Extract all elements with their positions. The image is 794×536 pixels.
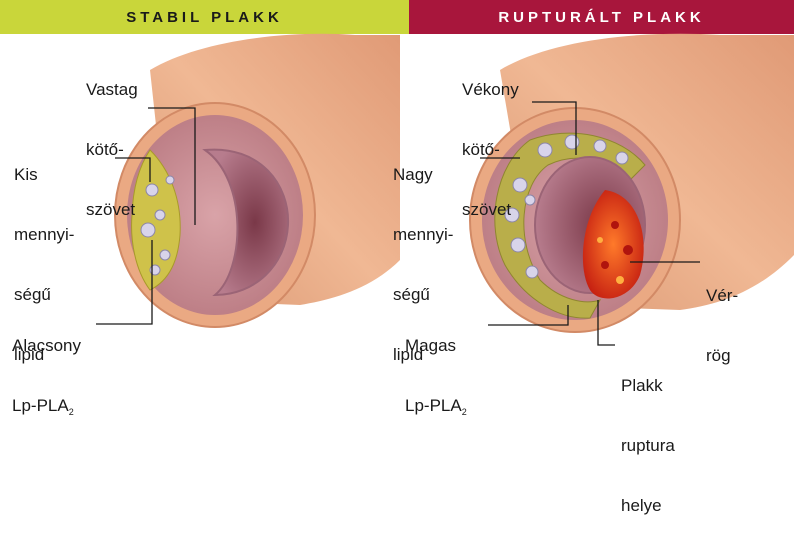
label-clot-line2: rög <box>706 346 738 366</box>
label-large-lipid-line1: Nagy <box>393 165 453 185</box>
label-large-lipid-line2: mennyi- <box>393 225 453 245</box>
label-thick-tissue: Vastag kötő- szövet <box>86 40 138 240</box>
label-blood-clot: Vér- rög <box>706 246 738 386</box>
label-clot-line1: Vér- <box>706 286 738 306</box>
label-small-lipid-line2: mennyi- <box>14 225 74 245</box>
label-thick-tissue-line3: szövet <box>86 200 138 220</box>
label-rupture-line1: Plakk <box>621 376 675 396</box>
label-thin-tissue-line3: szövet <box>462 200 519 220</box>
label-thin-tissue: Vékony kötő- szövet <box>462 40 519 240</box>
label-high-lp-line1: Magas <box>405 336 467 356</box>
label-rupture-line2: ruptura <box>621 436 675 456</box>
label-high-lp-pla2: Magas Lp-PLA2 <box>405 296 467 438</box>
label-low-lp-line1: Alacsony <box>12 336 81 356</box>
label-low-lp-pla2: Alacsony Lp-PLA2 <box>12 296 81 438</box>
label-small-lipid-line1: Kis <box>14 165 74 185</box>
stable-artery <box>115 34 400 327</box>
label-thin-tissue-line2: kötő- <box>462 140 519 160</box>
label-thick-tissue-line1: Vastag <box>86 80 138 100</box>
label-rupture-site: Plakk ruptura helye <box>621 336 675 536</box>
label-high-lp-line2: Lp-PLA2 <box>405 396 467 418</box>
label-thick-tissue-line2: kötő- <box>86 140 138 160</box>
label-rupture-line3: helye <box>621 496 675 516</box>
label-thin-tissue-line1: Vékony <box>462 80 519 100</box>
label-low-lp-line2: Lp-PLA2 <box>12 396 81 418</box>
